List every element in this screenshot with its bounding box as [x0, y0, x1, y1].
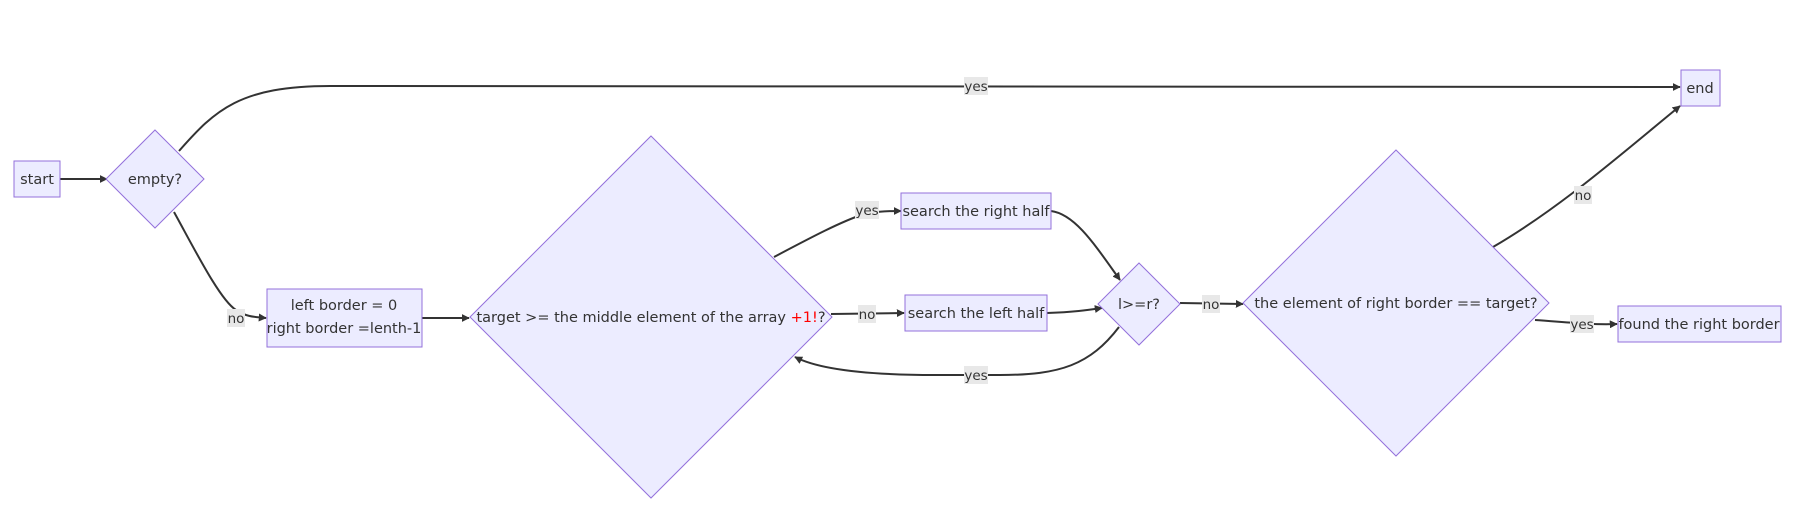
svg-text:found the right border: found the right border: [1618, 317, 1779, 333]
svg-text:no: no: [1575, 188, 1592, 204]
edge-check-to-end: [1492, 105, 1681, 248]
compare-text-suffix: ?: [818, 310, 826, 326]
svg-text:no: no: [1203, 297, 1220, 313]
compare-text-accent: +1!: [791, 310, 818, 326]
edge-label-empty-no: no: [227, 309, 245, 327]
edge-label-compare-no: no: [858, 305, 876, 323]
edge-empty-to-init: [173, 211, 267, 322]
edge-label-compare-yes: yes: [855, 201, 879, 219]
node-found-right-border[interactable]: found the right border: [1617, 305, 1782, 343]
edge-label-check-yes: yes: [1570, 315, 1594, 333]
node-search-left-half[interactable]: search the left half: [904, 294, 1048, 332]
svg-text:l>=r?: l>=r?: [1118, 297, 1160, 313]
svg-text:no: no: [228, 311, 245, 327]
edge-compare-to-search-right: [773, 207, 902, 258]
svg-text:no: no: [859, 307, 876, 323]
node-right-border-check-decision[interactable]: the element of right border == target?: [1242, 149, 1550, 457]
node-start[interactable]: start: [13, 160, 61, 198]
edge-search-left-to-lr: [1046, 305, 1103, 314]
svg-text:target >= the middle element o: target >= the middle element of the arra…: [476, 310, 825, 326]
node-empty-decision[interactable]: empty?: [105, 129, 205, 229]
svg-text:empty?: empty?: [128, 172, 182, 188]
node-compare-middle-decision[interactable]: target >= the middle element of the arra…: [469, 135, 833, 499]
edge-empty-to-end: [178, 82, 1681, 152]
edge-label-empty-yes: yes: [964, 77, 988, 95]
edge-labels: yes no yes no yes no no yes: [227, 77, 1594, 384]
init-line-1: left border = 0: [291, 298, 398, 314]
node-lr-decision[interactable]: l>=r?: [1097, 262, 1181, 346]
compare-text-prefix: target >= the middle element of the arra…: [476, 310, 790, 326]
edge-label-lr-yes: yes: [964, 366, 988, 384]
svg-text:end: end: [1686, 81, 1713, 97]
svg-text:yes: yes: [964, 368, 987, 384]
svg-text:yes: yes: [1570, 317, 1593, 333]
svg-text:search the right half: search the right half: [902, 204, 1050, 220]
nodes: start empty? end left border = 0 right b…: [13, 69, 1782, 499]
init-line-2: right border =lenth-1: [267, 321, 422, 337]
svg-text:the element of right border ==: the element of right border == target?: [1254, 296, 1537, 312]
node-init-borders[interactable]: left border = 0 right border =lenth-1: [266, 288, 423, 348]
edge-label-lr-no: no: [1202, 295, 1220, 313]
node-end[interactable]: end: [1680, 69, 1721, 107]
svg-text:search the left half: search the left half: [908, 306, 1045, 322]
svg-text:yes: yes: [964, 79, 987, 95]
edge-search-right-to-lr: [1050, 210, 1121, 281]
edge-lr-to-compare: [794, 326, 1120, 376]
svg-text:yes: yes: [855, 203, 878, 219]
node-search-right-half[interactable]: search the right half: [900, 192, 1052, 230]
edge-label-check-no: no: [1574, 186, 1592, 204]
svg-text:start: start: [20, 172, 54, 188]
